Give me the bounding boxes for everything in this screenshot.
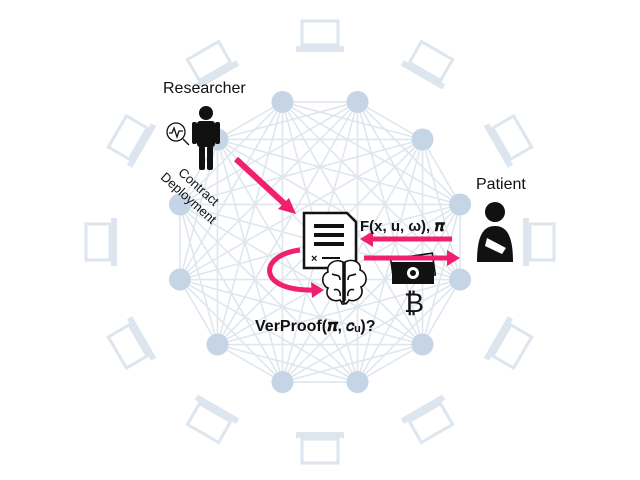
network-link <box>179 204 219 345</box>
contract-to-brain-curved-arrow <box>267 247 317 293</box>
network-link <box>217 138 461 206</box>
laptop-icon <box>84 218 117 266</box>
monitor-chart-icon <box>166 122 190 146</box>
network-link <box>282 101 461 206</box>
network-link <box>179 101 284 206</box>
network-node <box>168 193 191 216</box>
network-node <box>271 90 294 113</box>
network-link <box>217 101 283 141</box>
laptop-icon <box>400 39 455 90</box>
verproof-label: VerProof(𝝅, 𝑐ᵤ)? <box>255 318 376 335</box>
network-link <box>357 343 423 383</box>
network-link <box>216 139 359 383</box>
function-call-label: F(x, u, ω), 𝝅 <box>360 218 445 235</box>
network-node <box>411 128 434 151</box>
network-link <box>281 101 461 281</box>
network-node <box>346 90 369 113</box>
network-link <box>421 139 461 205</box>
laptop-icon <box>106 113 157 168</box>
laptop-icon <box>296 432 344 465</box>
network-link <box>179 278 423 346</box>
network-link <box>421 279 461 345</box>
network-link <box>179 203 423 346</box>
network-node <box>206 333 229 356</box>
network-link <box>216 101 284 345</box>
laptop-icon <box>523 218 556 266</box>
network-node <box>411 333 434 356</box>
network-node <box>449 193 472 216</box>
laptop-icon <box>185 39 240 90</box>
arrows <box>233 156 460 298</box>
laptop-icon <box>106 316 157 371</box>
contract-document-icon: × <box>302 211 358 270</box>
network-link <box>179 138 423 281</box>
brain-icon <box>321 259 367 305</box>
network-node <box>449 268 472 291</box>
network-link <box>179 101 284 280</box>
laptop-icon <box>296 19 344 52</box>
svg-text:₿: ₿ <box>404 288 424 319</box>
network-node <box>346 371 369 394</box>
peer-laptops <box>84 19 556 465</box>
network-link <box>179 278 284 383</box>
network-link <box>217 343 358 383</box>
researcher-person-icon <box>192 106 220 170</box>
researcher-to-contract-arrow <box>233 156 291 210</box>
network-link <box>179 279 219 345</box>
network-node <box>271 371 294 394</box>
laptop-icon <box>483 113 534 168</box>
laptop-icon <box>185 394 240 445</box>
svg-text:×: × <box>311 253 317 265</box>
network-link <box>216 101 359 345</box>
network-link <box>217 343 283 383</box>
network-link <box>357 101 423 141</box>
researcher-label: Researcher <box>163 80 246 97</box>
network-link <box>282 101 423 141</box>
patient-label: Patient <box>476 176 526 193</box>
bitcoin-icon: ₿ <box>404 288 424 319</box>
laptop-icon <box>483 316 534 371</box>
network-link <box>216 139 284 383</box>
patient-person-icon <box>477 202 513 262</box>
network-node <box>168 268 191 291</box>
laptop-icon <box>400 394 455 445</box>
network-link <box>179 203 359 383</box>
